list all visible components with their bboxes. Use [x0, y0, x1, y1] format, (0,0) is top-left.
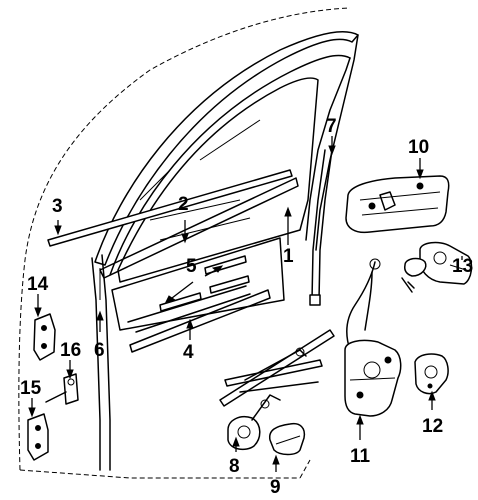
- leader-lines: [28, 136, 463, 472]
- callout-9: 9: [270, 477, 281, 498]
- callout-2: 2: [178, 194, 189, 215]
- callout-13: 13: [452, 256, 473, 277]
- outside-handle-part-10: [345, 175, 450, 234]
- callout-16: 16: [60, 340, 81, 361]
- upper-hinge-part-14: [33, 313, 56, 361]
- callout-12: 12: [422, 416, 443, 437]
- door-outline: [18, 7, 351, 479]
- callout-5: 5: [186, 256, 197, 277]
- callout-14: 14: [27, 274, 49, 295]
- callout-3: 3: [52, 196, 63, 217]
- callout-6: 6: [94, 340, 105, 361]
- callout-11: 11: [350, 446, 371, 467]
- window-crank-part-9: [268, 422, 306, 456]
- rear-run-channel-part-7: [309, 149, 333, 306]
- striker-part-12: [414, 353, 449, 395]
- callout-labels: 1 2 3 4 5 6 7 8 9 10 11 12 13 14 15 16: [20, 116, 473, 498]
- lower-hinge-part-15: [27, 413, 49, 461]
- outer-weatherstrip-part-3: [47, 169, 293, 247]
- door-latch-part-11: [344, 258, 402, 417]
- window-frame: [94, 31, 359, 300]
- lower-glass-panel: [111, 237, 285, 353]
- lock-cylinder-part-13: [401, 241, 473, 293]
- door-check-part-16: [45, 373, 79, 405]
- run-channel-part-2: [99, 177, 299, 279]
- callout-4: 4: [183, 342, 194, 363]
- callout-8: 8: [229, 456, 240, 477]
- callout-7: 7: [326, 116, 337, 137]
- callout-10: 10: [408, 137, 429, 158]
- callout-15: 15: [20, 378, 42, 399]
- front-run-channel-part-6: [91, 254, 111, 471]
- callout-1: 1: [283, 246, 294, 267]
